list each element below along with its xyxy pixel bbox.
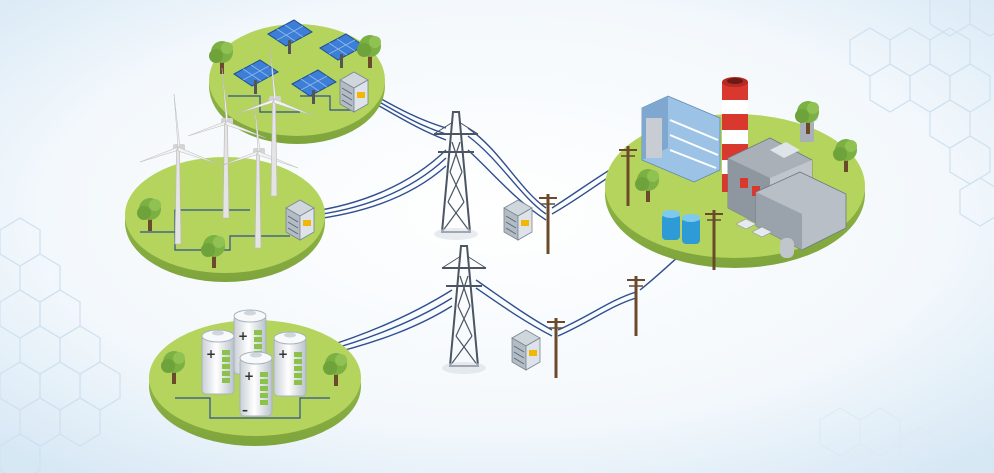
transformer-icon <box>339 71 369 113</box>
battery-storage: + + + + – <box>149 309 361 446</box>
battery-icon <box>273 331 307 397</box>
hex-pattern-right <box>849 0 994 227</box>
power-lines <box>307 87 681 357</box>
battery-plus-label: + <box>244 369 254 383</box>
battery-icon <box>201 329 235 395</box>
battery-plus-label: + <box>278 347 288 361</box>
factory-icon <box>641 95 721 183</box>
battery-plus-label: + <box>238 329 248 343</box>
silo-icon <box>780 238 794 258</box>
hex-pattern-bottom <box>819 407 941 473</box>
wind-farm <box>125 45 325 282</box>
battery-plus-label: + <box>206 347 216 361</box>
hex-pattern-left <box>0 217 121 473</box>
battery-minus-label: – <box>242 403 248 417</box>
industrial-building-icon <box>727 137 847 251</box>
ac-unit-icon <box>735 218 773 238</box>
storage-tank-icon <box>662 210 700 244</box>
transformer-icon <box>285 199 315 241</box>
transformer-icon <box>511 329 541 371</box>
transformer-icon <box>503 199 533 241</box>
power-plant <box>605 77 865 271</box>
